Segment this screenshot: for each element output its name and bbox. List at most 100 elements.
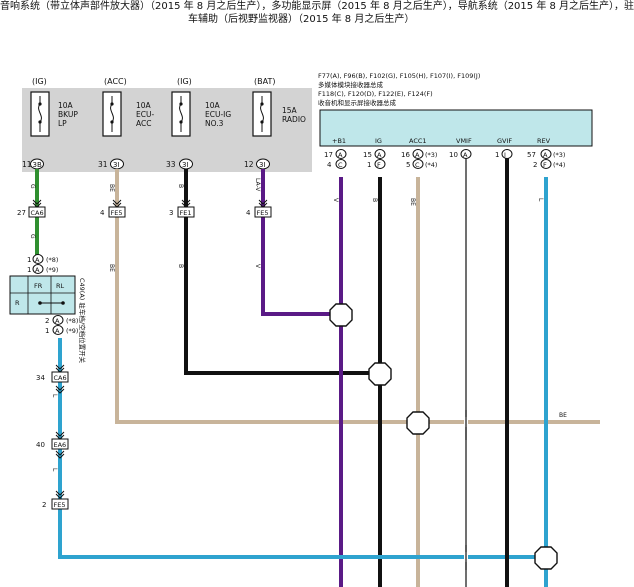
switch-conn: A <box>35 256 40 264</box>
terminal-pin: 16 <box>401 151 410 159</box>
terminal-note: (*3) <box>425 151 437 159</box>
switch-col-rl: RL <box>56 282 65 290</box>
splice-fe5-acc: 4 FE5 <box>100 206 126 218</box>
fuse-dot <box>260 120 264 124</box>
connector-code: 3I <box>259 161 266 169</box>
wire-label: BE <box>108 264 115 272</box>
splice-fe5-bat: 4 FE5 <box>246 206 272 218</box>
switch-note: (*9) <box>66 327 78 335</box>
fuse-name: ECU- <box>136 110 154 119</box>
switch-note: (*8) <box>46 256 58 264</box>
receiver-terminal-ig: IG 15 A 1 F <box>363 137 386 169</box>
fuse-rating: 10A <box>136 101 152 110</box>
fuse-ecu-acc: (ACC) 10A ECU- ACC 31 3I <box>98 77 154 170</box>
terminal-note: (*3) <box>553 151 565 159</box>
wire-label: G <box>29 184 36 189</box>
chevron-markers <box>32 199 268 499</box>
wire-label: BE <box>108 184 115 192</box>
terminal-connector-symbol <box>540 149 552 159</box>
switch-connector-symbol <box>52 325 64 335</box>
terminal-name: +B1 <box>332 137 346 145</box>
wire-label: B <box>177 184 184 188</box>
splice-pin: 40 <box>36 441 45 449</box>
terminal-conn: F <box>377 161 381 169</box>
switch-connector-symbol <box>32 264 44 274</box>
splice-label: FE5 <box>54 501 66 509</box>
switch-label: C49(A) 驻车档/空档位置开关 <box>78 278 87 364</box>
splice-pin: 3 <box>169 209 173 217</box>
junction-purple <box>329 303 353 327</box>
junction-tan <box>406 411 430 435</box>
fuse-power: (ACC) <box>104 77 127 86</box>
terminal-conn: A <box>463 151 468 159</box>
terminal-note: (*4) <box>553 161 565 169</box>
terminal-name: IG <box>375 137 382 145</box>
terminal-pin: 17 <box>324 151 333 159</box>
fuse-name: BKUP <box>58 110 78 119</box>
terminal-connector-symbol <box>540 159 552 169</box>
terminal-connector-symbol <box>374 149 386 159</box>
wire-label: B <box>371 198 378 202</box>
splice-pin: 34 <box>36 374 45 382</box>
terminal-name: GVIF <box>497 137 512 145</box>
splice-ea6: 40 EA6 <box>36 438 69 450</box>
terminal-pin: 57 <box>527 151 536 159</box>
connector-code: 3I <box>113 161 120 169</box>
fuse-dot <box>38 120 42 124</box>
terminal-conn: A <box>377 151 382 159</box>
title-line-1: 音响系统（带立体声部件放大器）（2015 年 8 月之后生产），多功能显示屏（2… <box>0 1 634 12</box>
splice-label: FE5 <box>257 209 269 217</box>
connector-pin: 33 <box>166 160 176 169</box>
receiver-name: 收音机和显示屏接收器总成 <box>318 98 397 107</box>
terminal-conn: A <box>543 151 548 159</box>
title-line-2: 车辅助（后视野监视器）（2015 年 8 月之后生产） <box>188 14 415 25</box>
terminal-name: VMIF <box>456 137 472 145</box>
terminal-pin: 2 <box>533 161 537 169</box>
switch-pin: 1 <box>45 327 49 335</box>
receiver-body <box>319 109 593 147</box>
wire-label: BE <box>409 198 416 206</box>
terminal-connector-symbol <box>412 149 424 159</box>
splice-label: CA6 <box>54 374 67 382</box>
wire-purple-bat <box>261 169 343 587</box>
fuse-power: (IG) <box>177 77 192 86</box>
junction-blue <box>534 546 558 570</box>
receiver-terminal-rev: REV 57 A (*3) 2 F (*4) <box>527 137 565 169</box>
fuse-dot <box>179 120 183 124</box>
terminal-note: (*4) <box>425 161 437 169</box>
switch-conn: A <box>55 327 60 335</box>
wire-label: L <box>51 468 58 472</box>
wire-black-ig <box>184 169 382 587</box>
switch-connector-symbol <box>52 315 64 325</box>
connector-code: 3I <box>182 161 189 169</box>
receiver-terminal-vmif: VMIF 10 A <box>449 137 472 159</box>
switch-pin: 2 <box>45 317 49 325</box>
switch-note: (*9) <box>46 266 58 274</box>
splice-box <box>51 498 69 510</box>
fuse-dot <box>110 120 114 124</box>
fuse-rating: 10A <box>205 101 221 110</box>
terminal-pin: 15 <box>363 151 372 159</box>
fuse-name: RADIO <box>282 115 306 124</box>
wire-label: BE <box>559 412 567 419</box>
connector-pin: 12 <box>244 160 254 169</box>
connector-pin: 31 <box>98 160 108 169</box>
switch-body <box>9 275 76 315</box>
terminal-name: ACC1 <box>409 137 427 145</box>
splice-ca6-lower: 34 CA6 <box>36 371 69 383</box>
receiver-terminal-b1: +B1 17 A 4 C <box>324 137 347 169</box>
switch-conn: A <box>35 266 40 274</box>
terminal-conn: A <box>338 151 343 159</box>
fuse-rating: 10A <box>58 101 74 110</box>
terminal-pin: 1 <box>367 161 371 169</box>
splice-label: EA6 <box>54 441 67 449</box>
switch-pin: 1 <box>27 256 31 264</box>
terminal-conn: C <box>338 161 343 169</box>
terminal-conn: I <box>504 151 506 159</box>
receiver-terminal-acc1: ACC1 16 A (*3) 5 C (*4) <box>401 137 437 169</box>
fuse-name: ACC <box>136 119 151 128</box>
wiring-diagram: (IG) 10A BKUP LP 11 3B (ACC) 10A ECU- AC… <box>9 72 600 587</box>
terminal-conn: C <box>415 161 420 169</box>
fuse-power: (IG) <box>32 77 47 86</box>
wire-label: B <box>177 264 184 268</box>
